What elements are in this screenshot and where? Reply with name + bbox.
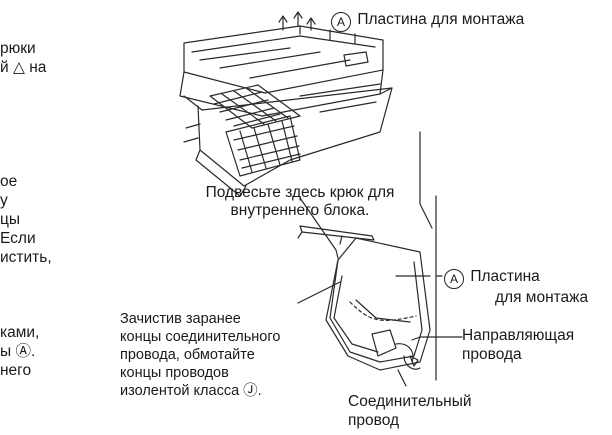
mounting-plate-right-line1: Пластина bbox=[470, 268, 540, 285]
wire-guide-line: провода bbox=[462, 346, 522, 363]
mounting-plate-label-right: A Пластина bbox=[444, 267, 540, 289]
note-line: концы соединительного bbox=[120, 329, 281, 345]
left-fragment: рюки bbox=[0, 40, 36, 57]
left-fragment: цы bbox=[0, 211, 21, 228]
circled-a-marker: A bbox=[331, 12, 351, 32]
left-fragment: й △ на bbox=[0, 59, 47, 76]
note-line: Зачистив заранее bbox=[120, 311, 241, 327]
wire-guide-line: Направляющая bbox=[462, 327, 575, 344]
note-line: провода, обмотайте bbox=[120, 347, 255, 363]
circled-a-marker: A bbox=[444, 269, 464, 289]
hook-instruction-line: внутреннего блока. bbox=[230, 202, 370, 219]
connecting-wire-line: Соединительный bbox=[348, 393, 472, 410]
left-fragment: у bbox=[0, 192, 8, 209]
leader-wire bbox=[397, 369, 407, 387]
mounting-plate-top-drawing bbox=[179, 11, 393, 197]
left-fragment: него bbox=[0, 362, 32, 379]
left-fragment: ы Ⓐ. bbox=[0, 343, 36, 360]
left-text-column: ками, ы Ⓐ. него bbox=[0, 323, 39, 380]
mounting-plate-label-top: A Пластина для монтажа bbox=[331, 10, 524, 32]
leader-guide bbox=[411, 336, 463, 341]
wire-stripping-note: Зачистив заранее концы соединительного п… bbox=[120, 310, 280, 400]
connecting-wire-label: Соединительный провод bbox=[348, 392, 472, 430]
note-line: концы проводов bbox=[120, 365, 229, 381]
hook-instruction: Подвесьте здесь крюк для внутреннего бло… bbox=[168, 184, 432, 220]
leader-hook bbox=[419, 131, 433, 229]
mounting-plate-right-line2: для монтажа bbox=[495, 289, 589, 306]
left-fragment: истить, bbox=[0, 249, 52, 266]
note-line: изолентой класса Ⓙ. bbox=[120, 383, 262, 399]
connecting-wire-line: провод bbox=[348, 412, 400, 429]
indoor-unit-bottom-drawing bbox=[297, 225, 431, 371]
mounting-plate-label-text: Пластина для монтажа bbox=[357, 11, 525, 28]
left-fragment: ками, bbox=[0, 324, 40, 341]
leader-hook-2 bbox=[299, 197, 339, 259]
hook-instruction-line: Подвесьте здесь крюк для bbox=[205, 184, 395, 201]
left-text-column: рюки й △ на bbox=[0, 39, 46, 77]
left-fragment: Если bbox=[0, 230, 36, 247]
leader-note bbox=[297, 281, 341, 304]
left-text-column: ое у цы Если истить, bbox=[0, 172, 52, 267]
left-fragment: ое bbox=[0, 173, 18, 190]
wire-guide-label: Направляющая провода bbox=[462, 326, 574, 364]
